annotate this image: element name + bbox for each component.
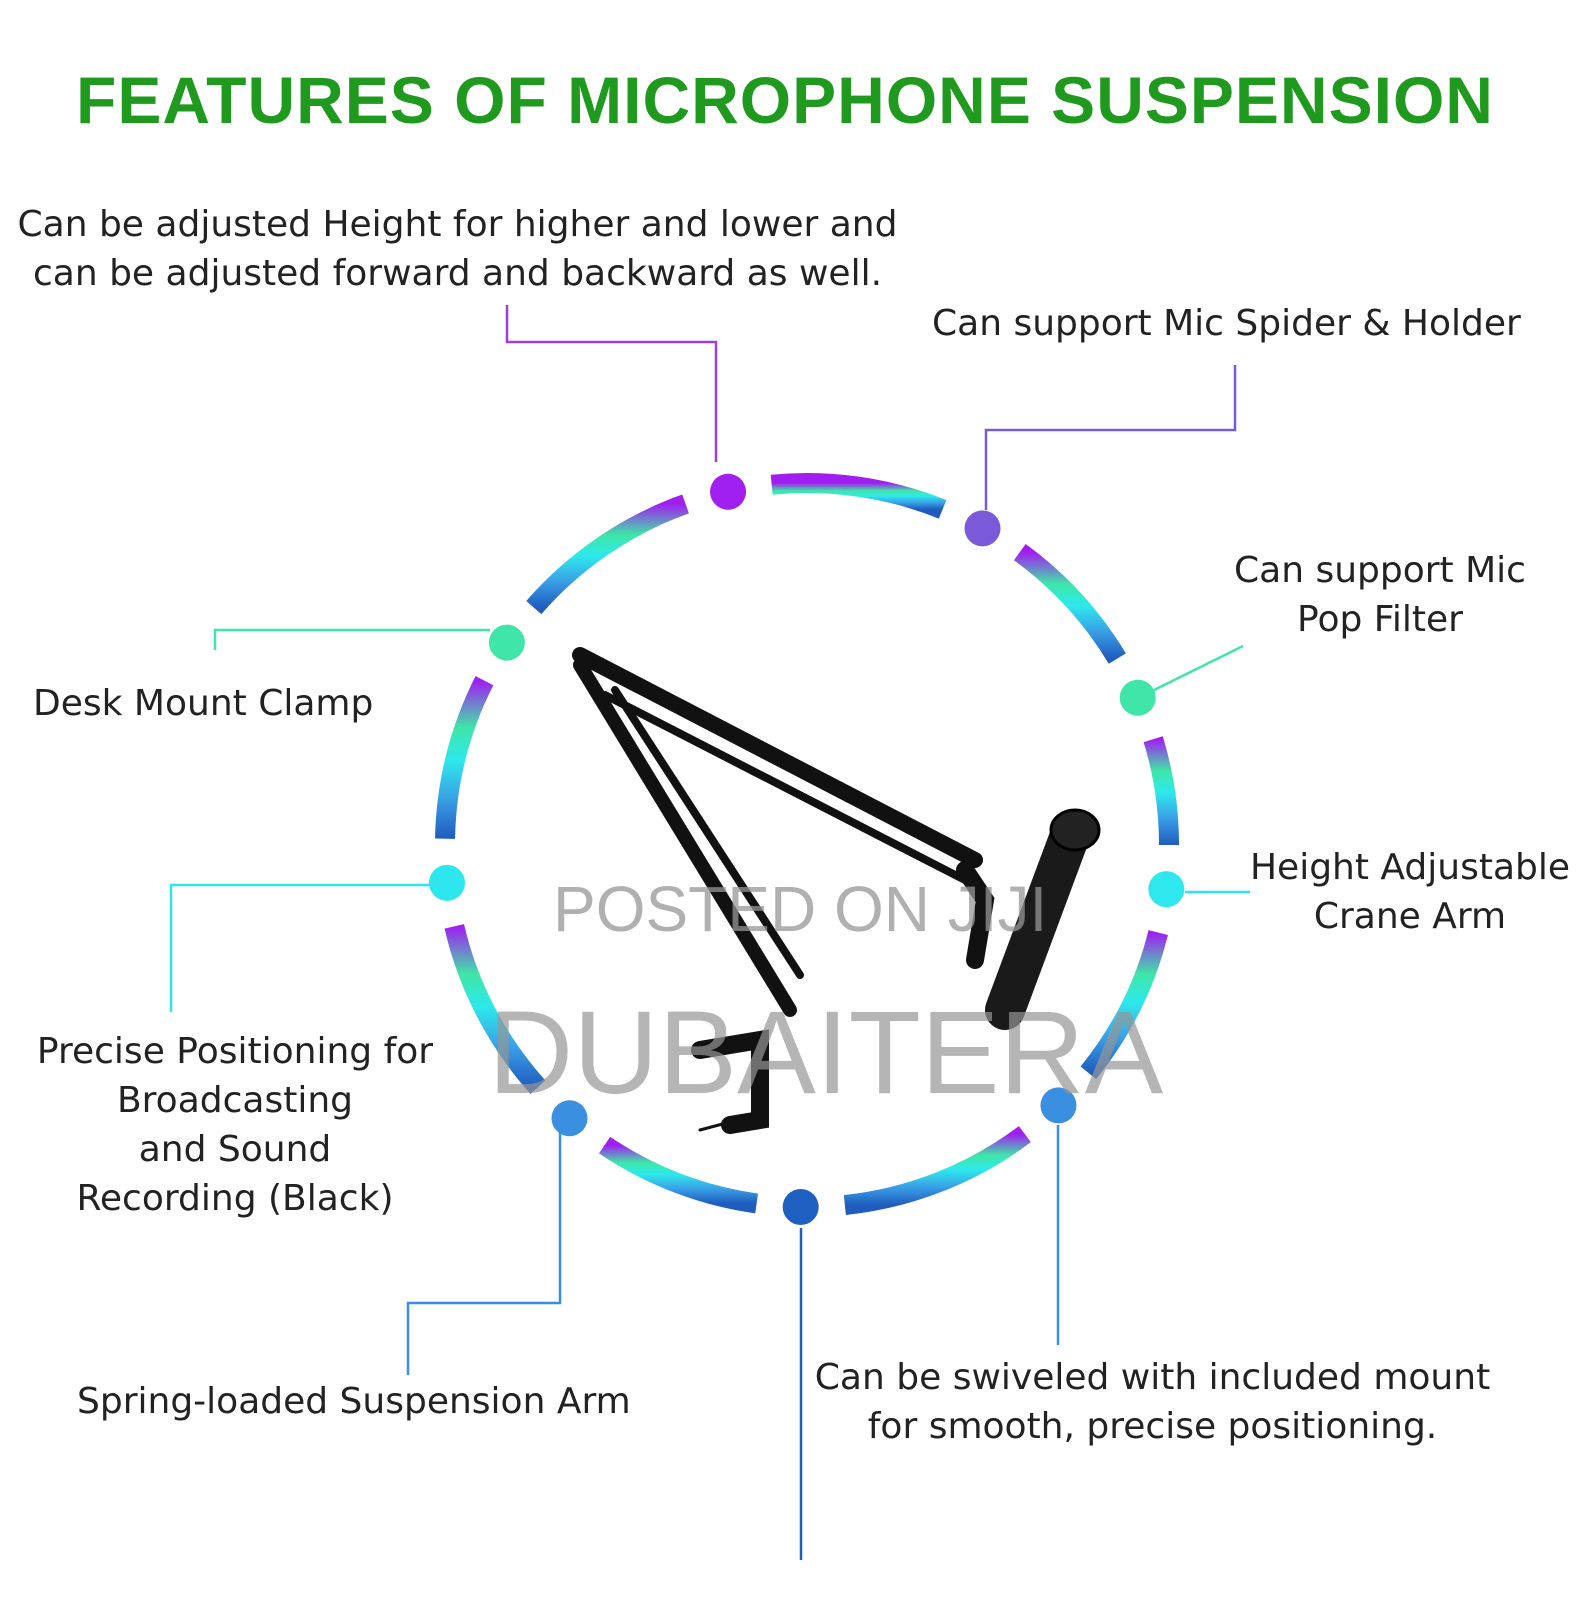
ring-dot: [428, 864, 465, 901]
feature-text-line: Can support Mic: [1234, 550, 1526, 591]
feature-text-line: Recording (Black): [76, 1178, 394, 1219]
leader-line-adjust-height: [505, 305, 718, 462]
feature-text-line: for smooth, precise positioning.: [867, 1406, 1438, 1447]
feature-text-line: Can be adjusted Height for higher and lo…: [17, 204, 898, 245]
watermark-posted: POSTED ON JIJI: [553, 873, 1048, 945]
ring-segments: [435, 473, 1179, 1215]
feature-crane-arm: Height Adjustable Crane Arm: [1230, 843, 1590, 941]
leader-line-pop-filter: [1149, 644, 1244, 694]
ring-segment: [770, 473, 947, 519]
feature-clamp: Desk Mount Clamp: [33, 683, 374, 724]
ring-segment: [435, 676, 494, 839]
ring-dot: [488, 624, 525, 661]
leader-line-spider-holder: [984, 365, 1237, 510]
ring-dot: [1040, 1087, 1077, 1124]
ring-segment: [843, 1126, 1031, 1215]
feature-text-line: and Sound: [138, 1129, 332, 1170]
feature-suspension-arm: Spring-loaded Suspension Arm: [77, 1381, 631, 1422]
ring-segment: [526, 494, 689, 615]
feature-adjust-height: Can be adjusted Height for higher and lo…: [0, 200, 915, 298]
ring-dots: [428, 473, 1185, 1225]
feature-swivel: Can be swiveled with included mount for …: [800, 1353, 1505, 1451]
ring-dot: [710, 473, 747, 510]
feature-positioning: Precise Positioning for Broadcasting and…: [20, 1027, 450, 1223]
ring-dot: [964, 510, 1001, 547]
ring-dot: [1148, 871, 1185, 908]
page-title: FEATURES OF MICROPHONE SUSPENSION: [76, 63, 1494, 137]
feature-pop-filter: Can support Mic Pop Filter: [1200, 546, 1560, 644]
ring-segment: [1013, 544, 1126, 664]
ring-segment: [598, 1136, 759, 1214]
feature-text-line: can be adjusted forward and backward as …: [32, 253, 883, 294]
feature-text-line: Can be swiveled with included mount: [814, 1357, 1491, 1398]
feature-text-line: Crane Arm: [1313, 896, 1507, 937]
feature-text-line: Height Adjustable: [1249, 847, 1571, 888]
leader-line-suspension-arm: [406, 1130, 562, 1375]
feature-text-line: Precise Positioning for: [36, 1031, 434, 1072]
ring-segment: [444, 924, 546, 1094]
leader-line-positioning: [169, 883, 430, 1012]
ring-dot: [782, 1188, 819, 1225]
feature-text-line: Broadcasting: [116, 1080, 354, 1121]
ring-dot: [551, 1100, 588, 1137]
ring-segment: [1080, 930, 1168, 1080]
ring-dot: [1119, 679, 1156, 716]
feature-text-line: Pop Filter: [1297, 599, 1463, 640]
watermark-seller: DUBAITERA: [488, 987, 1164, 1119]
feature-spider-holder: Can support Mic Spider & Holder: [932, 303, 1521, 344]
leader-line-clamp: [213, 628, 490, 650]
suspension-arm-image: [572, 647, 1101, 1134]
ring-segment: [1143, 736, 1179, 846]
